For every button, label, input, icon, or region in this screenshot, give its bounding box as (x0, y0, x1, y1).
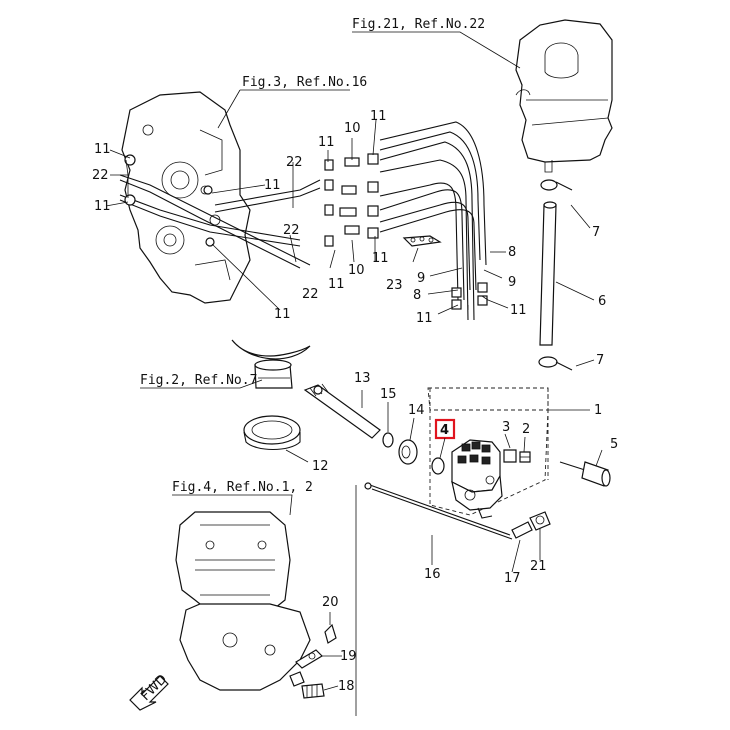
ref-11: 11 (318, 135, 335, 150)
screw-3[interactable] (503, 449, 517, 463)
clip-7-lower[interactable] (538, 356, 573, 371)
ref-6: 6 (598, 294, 606, 309)
ref-7: 7 (592, 225, 600, 240)
leader-lines (105, 31, 603, 691)
ref-8: 8 (413, 288, 421, 303)
ref-11: 11 (372, 251, 389, 266)
ref-10: 10 (348, 263, 365, 278)
callout-fig21: Fig.21, Ref.No.22 (352, 17, 485, 32)
oil-lines[interactable] (119, 121, 487, 321)
screw-2[interactable] (519, 451, 531, 463)
seal-15[interactable] (382, 432, 394, 448)
ref-16: 16 (424, 567, 441, 582)
lever-19[interactable] (289, 649, 323, 687)
ref-11: 11 (370, 109, 387, 124)
hose-clamp-23[interactable] (402, 235, 442, 247)
ref-17: 17 (504, 571, 521, 586)
ref-11: 11 (416, 311, 433, 326)
ref-11: 11 (328, 277, 345, 292)
joint-17[interactable] (511, 521, 533, 539)
bolt-5[interactable] (559, 461, 611, 487)
nuts-11[interactable] (451, 282, 488, 310)
drive-shaft-13[interactable] (303, 383, 381, 439)
ref-12: 12 (312, 459, 329, 474)
ref-22: 22 (286, 155, 303, 170)
ref-14: 14 (408, 403, 425, 418)
bushing-14[interactable] (398, 439, 418, 465)
reference-numbers: 11 22 11 11 22 11 10 11 22 22 11 10 11 2… (92, 109, 618, 694)
oil-tank[interactable] (515, 19, 613, 173)
ref-22: 22 (92, 168, 109, 183)
ref-7: 7 (596, 353, 604, 368)
ref-18: 18 (338, 679, 355, 694)
ref-23: 23 (386, 278, 403, 293)
pin-20[interactable] (324, 623, 337, 644)
clip-7-upper[interactable] (540, 179, 573, 191)
fwd-label: FWD (138, 672, 170, 704)
spring-18[interactable] (301, 683, 325, 699)
ref-13: 13 (354, 371, 371, 386)
ref-19: 19 (340, 649, 357, 664)
o-ring-4[interactable] (431, 457, 445, 475)
oil-pump[interactable] (451, 439, 503, 519)
callout-fig4: Fig.4, Ref.No.1, 2 (172, 480, 313, 495)
ref-22: 22 (283, 223, 300, 238)
ref-1: 1 (594, 403, 602, 418)
ref-21: 21 (530, 559, 547, 574)
ref-10: 10 (344, 121, 361, 136)
highlighted-ref-4[interactable]: 4 (434, 418, 456, 459)
crankcase-fig4[interactable] (175, 511, 311, 691)
ref-5: 5 (610, 437, 618, 452)
ref-3: 3 (502, 420, 510, 435)
ref-11: 11 (510, 303, 527, 318)
ref-22: 22 (302, 287, 319, 302)
fittings-column[interactable] (124, 153, 379, 247)
ref-9: 9 (508, 275, 516, 290)
hose-6[interactable] (539, 201, 557, 346)
link-rod-16[interactable] (364, 482, 513, 540)
collar-fig2[interactable] (231, 339, 311, 389)
ref-20: 20 (322, 595, 339, 610)
cylinder-block[interactable] (121, 91, 251, 304)
ref-11: 11 (264, 178, 281, 193)
ref-11: 11 (94, 142, 111, 157)
seal-12[interactable] (243, 415, 301, 451)
ref-8: 8 (508, 245, 516, 260)
ball-joint-21[interactable] (529, 511, 551, 531)
ref-9: 9 (417, 271, 425, 286)
ref-4: 4 (440, 423, 449, 438)
callout-fig3: Fig.3, Ref.No.16 (242, 75, 367, 90)
callout-fig2: Fig.2, Ref.No.7 (140, 373, 257, 388)
fwd-arrow-icon: FWD (129, 672, 170, 711)
ref-2: 2 (522, 422, 530, 437)
ref-11: 11 (94, 199, 111, 214)
ref-11: 11 (274, 307, 291, 322)
ref-15: 15 (380, 387, 397, 402)
